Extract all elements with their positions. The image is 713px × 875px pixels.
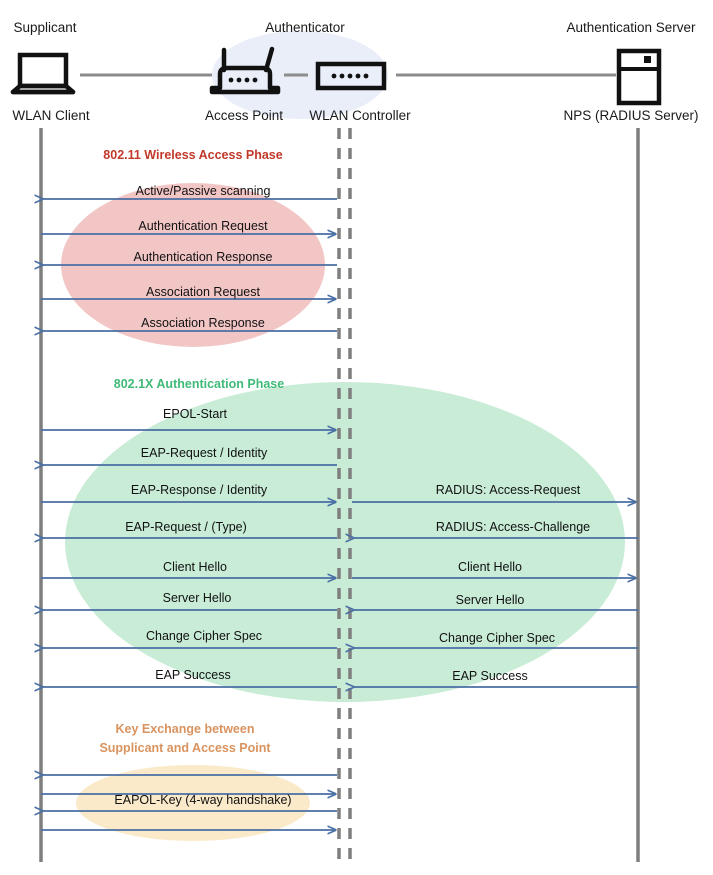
message-label: Association Request xyxy=(146,285,260,299)
message-label: EAP-Response / Identity xyxy=(130,483,268,497)
message-label: Server Hello xyxy=(162,591,232,605)
node-label-nps-radius-server: NPS (RADIUS Server) xyxy=(563,108,699,123)
message-label: EPOL-Start xyxy=(163,407,227,421)
node-label-access-point: Access Point xyxy=(204,108,284,123)
message-label: Authentication Request xyxy=(138,219,268,233)
phase-label-key-exchange-line1: Key Exchange between xyxy=(115,722,255,736)
access-point-icon xyxy=(209,46,281,95)
role-title-authentication-server: Authentication Server xyxy=(566,20,696,35)
server-icon xyxy=(616,48,662,106)
node-label-wlan-client: WLAN Client xyxy=(12,108,90,123)
message-label: Change Cipher Spec xyxy=(438,631,556,645)
message-label: EAP Success xyxy=(155,668,231,682)
message-label: Client Hello xyxy=(163,560,227,574)
message-label: Authentication Response xyxy=(133,250,273,264)
node-label-wlan-controller: WLAN Controller xyxy=(309,108,411,123)
message-label: RADIUS: Access-Request xyxy=(435,483,581,497)
phase-label-wireless-access: 802.11 Wireless Access Phase xyxy=(103,148,283,162)
message-label: EAP-Request / Identity xyxy=(140,446,268,460)
message-label: Client Hello xyxy=(458,560,522,574)
phase-ellipse-key-exchange xyxy=(76,765,310,841)
message-label: EAP Success xyxy=(452,669,528,683)
message-label: Association Response xyxy=(141,316,265,330)
phase-label-dot1x-authentication: 802.1X Authentication Phase xyxy=(113,377,285,391)
phase-label-key-exchange-line2: Supplicant and Access Point xyxy=(99,741,271,755)
laptop-icon xyxy=(10,52,76,95)
message-label: Active/Passive scanning xyxy=(135,184,271,198)
role-title-supplicant: Supplicant xyxy=(13,20,77,35)
phase-ellipse-dot1x xyxy=(65,382,625,702)
message-label: Server Hello xyxy=(455,593,525,607)
wlan-controller-icon xyxy=(315,61,387,91)
message-label: EAPOL-Key (4-way handshake) xyxy=(114,793,292,807)
role-title-authenticator: Authenticator xyxy=(265,20,345,35)
message-label: Change Cipher Spec xyxy=(145,629,263,643)
message-label: EAP-Request / (Type) xyxy=(125,520,247,534)
message-label: RADIUS: Access-Challenge xyxy=(435,520,591,534)
